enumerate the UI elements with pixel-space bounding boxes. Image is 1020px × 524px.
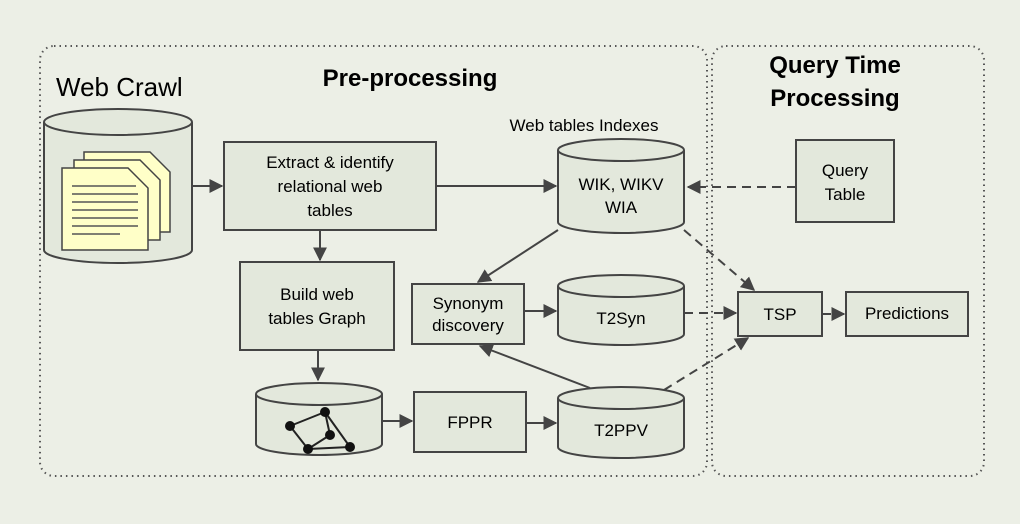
preprocessing-title: Pre-processing <box>323 65 498 92</box>
query-table-label-line2: Table <box>825 185 866 204</box>
index-db-label-line1: WIK, WIKV <box>579 175 665 194</box>
web-tables-index-database: WIK, WIKV WIA <box>557 138 685 234</box>
extract-label-line1: Extract & identify <box>266 153 394 172</box>
query-time-title-line2: Processing <box>770 85 899 112</box>
t2syn-database: T2Syn <box>557 274 685 346</box>
tsp-label: TSP <box>763 305 796 324</box>
graph-icon <box>285 407 355 454</box>
index-db-label-line2: WIA <box>605 198 638 217</box>
arrow-t2ppv-to-tsp <box>663 337 750 391</box>
t2ppv-database: T2PPV <box>557 386 685 459</box>
fppr-label: FPPR <box>447 413 492 432</box>
extract-label-line3: tables <box>307 201 352 220</box>
tsp-node: TSP <box>737 291 823 337</box>
query-time-region <box>711 45 985 477</box>
web-crawl-title: Web Crawl <box>56 72 183 102</box>
predictions-node: Predictions <box>845 291 969 337</box>
synonym-label-line1: Synonym <box>433 294 504 313</box>
predictions-label: Predictions <box>865 304 949 323</box>
web-crawl-database <box>43 108 193 264</box>
build-graph-label-line1: Build web <box>280 285 354 304</box>
extract-tables-node: Extract & identify relational web tables <box>223 141 437 231</box>
arrow-index-to-synonym <box>476 229 559 283</box>
fppr-node: FPPR <box>413 391 527 453</box>
graph-database <box>255 382 383 456</box>
extract-label-line2: relational web <box>278 177 383 196</box>
build-graph-node: Build web tables Graph <box>239 261 395 351</box>
query-table-label-line1: Query <box>822 161 869 180</box>
build-graph-label-line2: tables Graph <box>268 309 365 328</box>
t2syn-label: T2Syn <box>596 309 645 328</box>
t2ppv-label: T2PPV <box>594 421 649 440</box>
arrow-index-to-tsp <box>683 229 756 291</box>
synonym-label-line2: discovery <box>432 316 504 335</box>
arrow-t2ppv-to-synonym <box>478 343 591 389</box>
query-table-node: Query Table <box>795 139 895 223</box>
indexes-caption: Web tables Indexes <box>510 116 659 135</box>
preprocessing-region <box>39 45 708 477</box>
documents-icon <box>61 151 171 251</box>
query-time-title-line1: Query Time <box>769 52 901 79</box>
synonym-discovery-node: Synonym discovery <box>411 283 525 345</box>
